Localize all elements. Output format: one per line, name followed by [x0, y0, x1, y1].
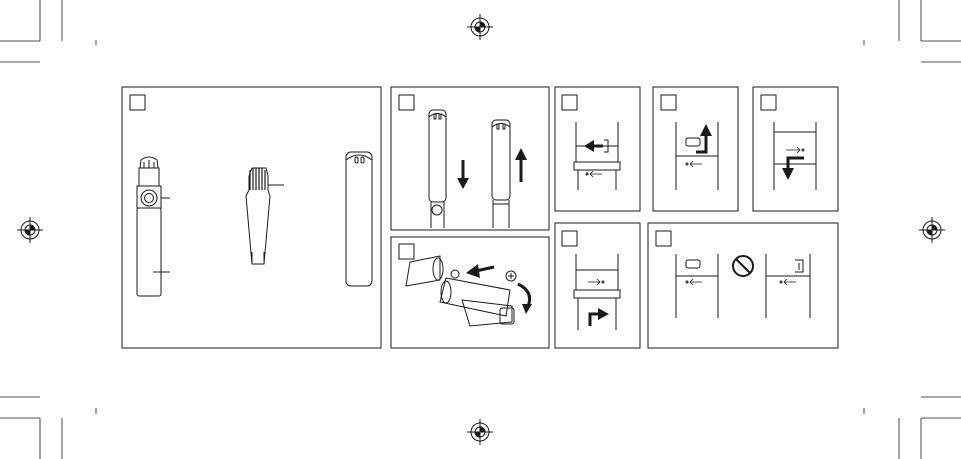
- panel-twist-unlock: [555, 87, 640, 211]
- step-label-box: [399, 244, 414, 259]
- plus-icon: [506, 271, 516, 281]
- prohibited-icon: [733, 256, 753, 276]
- panel-push-lock: [555, 223, 640, 348]
- step-label-box: [130, 95, 145, 110]
- registration-mark-icon: [467, 419, 493, 445]
- panel-battery-insert: [391, 237, 549, 348]
- panel-correct-vs-wrong: [648, 223, 838, 348]
- registration-mark-icon: [467, 14, 493, 40]
- step-label-box: [656, 231, 671, 246]
- registration-mark-icon: [919, 217, 945, 243]
- arrow-icon: [518, 284, 530, 306]
- protective-cap: [346, 152, 372, 286]
- step-label-box: [661, 95, 676, 110]
- panel-parts-overview: [122, 87, 381, 348]
- step-label-box: [562, 231, 577, 246]
- registration-mark-icon: [17, 217, 43, 243]
- arrow-icon: [696, 134, 706, 152]
- panel-align-down: [753, 87, 838, 211]
- step-label-box: [761, 95, 776, 110]
- step-label-box: [562, 95, 577, 110]
- step-label-box: [399, 95, 414, 110]
- panel-pull-up: [653, 87, 738, 211]
- trimmer-unit: [137, 157, 170, 296]
- panel-cap-off-on: [391, 87, 549, 230]
- brush-attachment: [246, 168, 284, 264]
